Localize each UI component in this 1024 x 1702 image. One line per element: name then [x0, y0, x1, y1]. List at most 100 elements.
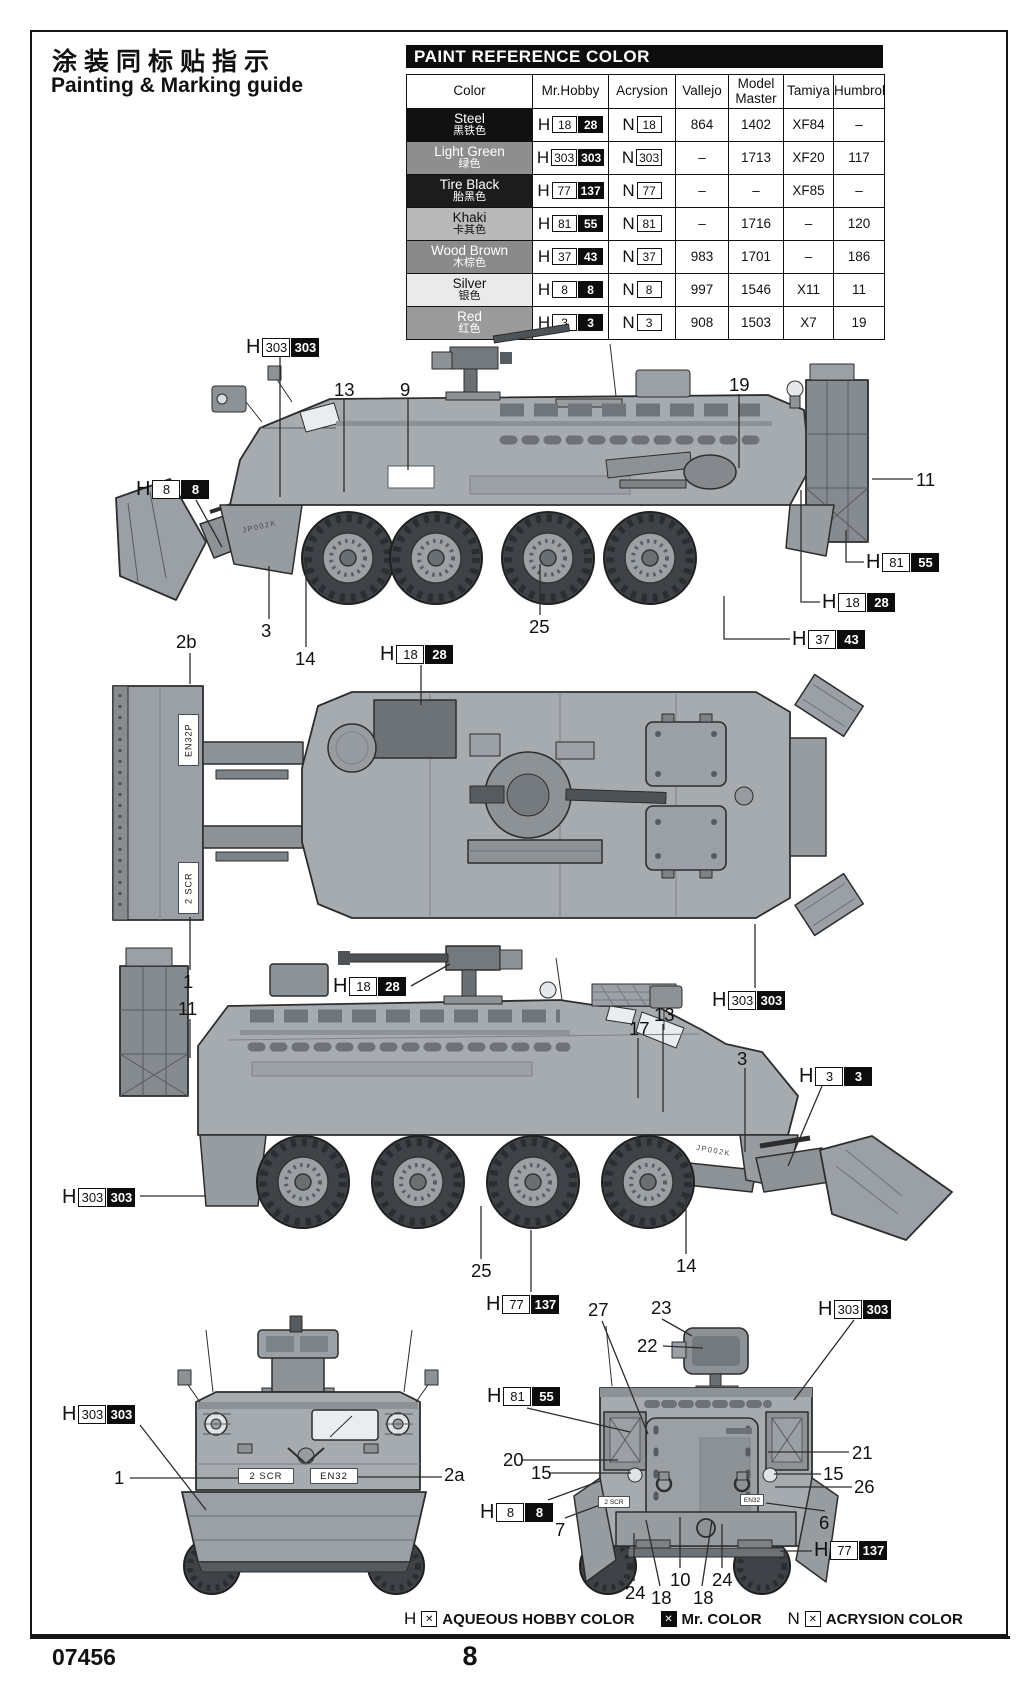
- part-number-callout: 18: [651, 1587, 672, 1608]
- side-view-left: [115, 323, 869, 604]
- humbrol-cell: 186: [833, 240, 885, 274]
- black-crossbox-icon: ✕: [660, 1611, 677, 1627]
- n-prefix: N: [787, 1609, 800, 1628]
- tamiya-cell: XF20: [783, 141, 834, 175]
- model-master-cell: 1713: [728, 141, 784, 175]
- part-number-callout: 1: [183, 971, 194, 992]
- aqueous-number: 18: [349, 977, 378, 996]
- tamiya-cell: –: [783, 240, 834, 274]
- leader-line: [526, 1407, 631, 1433]
- legend-mr-label: Mr. COLOR: [681, 1610, 762, 1628]
- page-border: [30, 30, 1008, 1636]
- legend-aqueous: H✕ AQUEOUS HOBBY COLOR: [404, 1609, 635, 1629]
- page-number: 8: [462, 1641, 478, 1671]
- h-prefix: H: [62, 1186, 77, 1208]
- vallejo-cell: 983: [675, 240, 729, 274]
- aqueous-number: 3: [815, 1067, 844, 1086]
- part-number-callout: 20: [503, 1449, 524, 1470]
- part-number-callout: 6: [819, 1512, 830, 1533]
- n-prefix: N: [622, 114, 635, 134]
- h-prefix: H: [792, 628, 807, 650]
- aqueous-number: 81: [503, 1387, 532, 1406]
- aqueous-number: 77: [551, 182, 577, 200]
- part-number-callout: 13: [334, 379, 355, 400]
- mr-color-number: 3: [844, 1067, 873, 1086]
- front-view: [177, 1315, 439, 1594]
- h-prefix: H: [537, 114, 551, 134]
- mr-color-number: 43: [578, 248, 604, 266]
- h-prefix: H: [537, 180, 550, 200]
- page-title-chinese: 涂装同标贴指示: [52, 48, 277, 76]
- humbrol-cell: 117: [833, 141, 885, 175]
- color-name-cn: 红色: [458, 323, 481, 336]
- mr-color-number: 28: [578, 116, 604, 134]
- color-name-cn: 银色: [458, 290, 481, 303]
- mr-color-number: 55: [578, 215, 604, 233]
- leader-line: [793, 1319, 855, 1401]
- part-number-callout: 24: [712, 1569, 733, 1590]
- leader-line: [723, 596, 790, 640]
- leader-line: [410, 963, 451, 987]
- aqueous-number: 303: [728, 991, 757, 1010]
- part-number-callout: 2a: [444, 1464, 465, 1485]
- leader-line: [662, 1345, 704, 1349]
- h-prefix: H: [537, 279, 551, 299]
- h-prefix: H: [404, 1609, 417, 1628]
- acrysion-number: 3: [636, 314, 662, 332]
- decal-rear-left: 2 SCR: [598, 1496, 630, 1508]
- mr-color-number: 303: [107, 1188, 136, 1207]
- part-number-callout: 18: [693, 1587, 714, 1608]
- page-title: Painting & Marking guide: [51, 74, 304, 97]
- n-prefix: N: [622, 246, 635, 266]
- n-prefix: N: [622, 312, 635, 332]
- part-number-callout: 13: [654, 1004, 675, 1025]
- aqueous-number: 8: [152, 480, 181, 499]
- decal-blade-top: EN32P: [178, 714, 199, 766]
- decal-blade-bottom: 2 SCR: [178, 862, 199, 914]
- part-number-callout: 25: [529, 616, 550, 637]
- acrysion-number: 77: [636, 182, 662, 200]
- legend-aqueous-label: AQUEOUS HOBBY COLOR: [442, 1610, 635, 1628]
- table-column-header: Model Master: [728, 74, 784, 109]
- h-prefix: H: [480, 1501, 495, 1523]
- part-number-callout: 11: [916, 469, 936, 490]
- leader-line: [645, 1519, 661, 1587]
- h-prefix: H: [712, 989, 727, 1011]
- acrysion-number: 18: [636, 116, 662, 134]
- h-prefix: H: [380, 643, 395, 665]
- side-view-right: [119, 945, 953, 1241]
- part-number-callout: 21: [852, 1442, 873, 1463]
- table-column-header: Humbrol: [833, 74, 885, 109]
- h-prefix: H: [866, 551, 881, 573]
- tamiya-cell: X7: [783, 306, 834, 340]
- leader-line: [800, 490, 820, 603]
- part-number-callout: 2b: [176, 631, 197, 652]
- aqueous-number: 77: [830, 1541, 859, 1560]
- h-prefix: H: [537, 213, 551, 233]
- humbrol-cell: 120: [833, 207, 885, 241]
- leader-line: [601, 1320, 649, 1435]
- model-master-cell: 1716: [728, 207, 784, 241]
- aqueous-number: 303: [78, 1188, 107, 1207]
- aqueous-number: 81: [552, 215, 578, 233]
- leader-line: [845, 530, 864, 563]
- part-number-callout: 3: [261, 620, 272, 641]
- part-number-callout: 19: [729, 374, 750, 395]
- mr-color-number: 303: [757, 991, 786, 1010]
- leader-line: [787, 1085, 823, 1167]
- part-number-callout: 9: [400, 379, 411, 400]
